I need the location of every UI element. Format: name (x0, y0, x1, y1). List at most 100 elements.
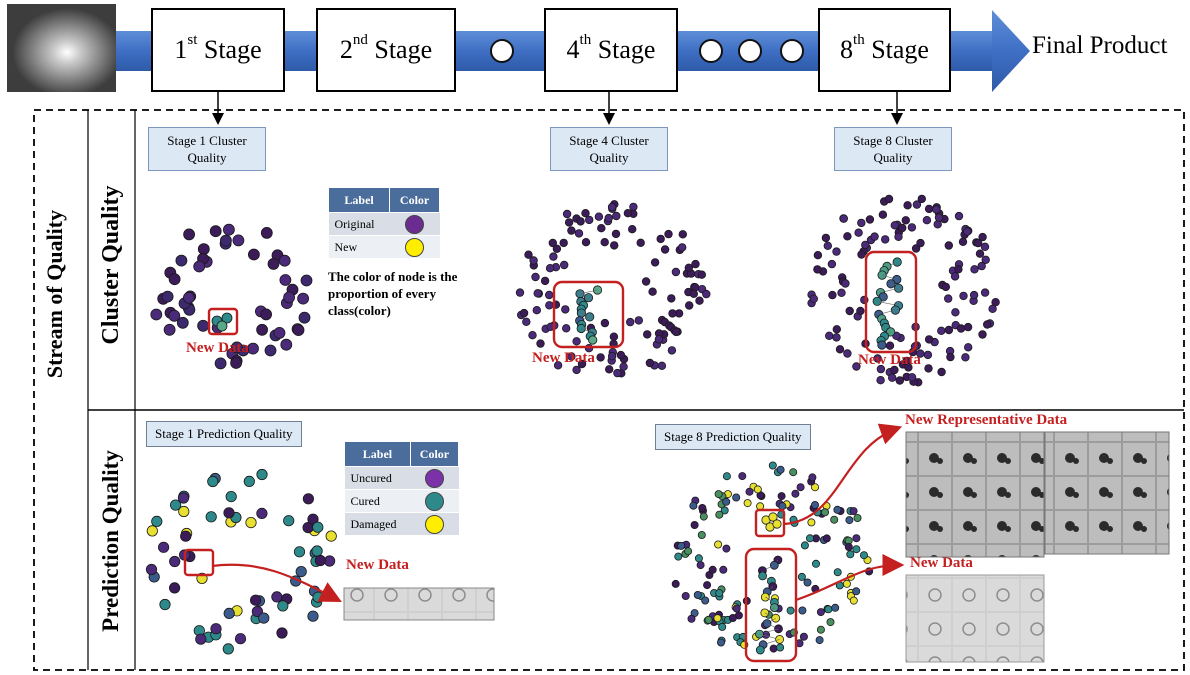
stage8-prediction-node (704, 615, 713, 624)
prediction-legend-uncured-label: Uncured (344, 466, 411, 490)
stage1-prediction-node (178, 505, 190, 518)
stage1-prediction-node (159, 598, 171, 611)
stage8-cluster-node (970, 265, 979, 274)
stage8-prediction-node (699, 512, 708, 521)
stage4-cluster-node (691, 259, 700, 269)
stage8-prediction-title: Stage 8 Prediction Quality (655, 424, 811, 450)
stage-2-label: Stage (374, 35, 433, 64)
stage8-cluster-node (835, 345, 845, 354)
stage4-cluster-node (545, 264, 555, 273)
stage8-cluster-new-node (886, 279, 896, 289)
cluster-legend-header-color: Color (389, 187, 440, 213)
stage8-cluster-node (917, 194, 926, 204)
stage8-prediction-node (696, 561, 705, 570)
stage1-cluster-new-node (221, 312, 233, 324)
stage1-prediction-node (283, 515, 295, 527)
stage8-cluster-node (881, 235, 890, 244)
stage8-cluster-node (870, 232, 879, 241)
stage4-cluster-node (529, 256, 538, 265)
final-product-label: Final Product (1032, 32, 1168, 59)
stage1-cluster-node (273, 326, 286, 339)
stage8-cluster-node (898, 223, 907, 233)
stage4-cluster-node (581, 237, 591, 247)
stage4-cluster-node (532, 306, 541, 315)
stage8-prediction-node (719, 565, 728, 574)
stage8-cluster-node (823, 241, 832, 250)
stage8-prediction-node (853, 514, 862, 523)
stage8-prediction-node (833, 568, 842, 577)
stage8-cluster-node (832, 325, 841, 334)
stage-8-suffix: th (853, 31, 865, 48)
stage1-cluster-node (175, 254, 188, 267)
stage8-cluster-node (813, 250, 823, 260)
stage4-cluster-node (634, 316, 643, 325)
stage1-cluster-node (264, 344, 277, 357)
stage8-prediction-node (797, 572, 806, 581)
stage8-prediction-node (753, 485, 762, 494)
stage4-cluster-node (664, 229, 673, 239)
stage8-prediction-node (860, 551, 869, 560)
stage8-prediction-node (776, 643, 785, 652)
prediction-legend-header-label: Label (344, 441, 411, 467)
stage8-cluster-node (907, 373, 917, 382)
stage8-representative-node (772, 519, 782, 529)
stage8-cluster-node (832, 333, 841, 342)
stage4-cluster-node (667, 294, 676, 303)
stage8-cluster-node (937, 367, 946, 377)
prediction-legend-cured-label: Cured (344, 489, 411, 513)
stage4-cluster-node (648, 287, 657, 296)
stage8-prediction-node (811, 500, 820, 509)
sample-photo (7, 4, 116, 92)
stage8-cluster-node (980, 242, 990, 251)
stage8-cluster-node (944, 294, 953, 303)
stage4-cluster-node (629, 202, 638, 212)
stage8-prediction-node (722, 472, 731, 481)
stage1-cluster-new-data-label: New Data (186, 340, 249, 356)
cluster-legend-original-label: Original (328, 212, 390, 236)
stage1-cluster-node (209, 225, 222, 238)
stage1-cluster-node (168, 273, 181, 286)
stage1-cluster-node (197, 319, 210, 332)
stage4-cluster-node (684, 263, 693, 272)
stage4-cluster-node (549, 252, 558, 261)
stage1-prediction-node (177, 492, 190, 504)
stage8-cluster-node (950, 272, 960, 281)
prediction-legend: Label Color Uncured Cured Damaged (344, 441, 460, 535)
stage8-prediction-new-node (775, 635, 784, 644)
cured-swatch (424, 491, 444, 511)
stage8-cluster-node (924, 364, 933, 373)
stage8-cluster-node (941, 282, 950, 292)
stage8-cluster-node (884, 194, 894, 204)
stage8-cluster-node (832, 247, 841, 256)
stage8-cluster-node (809, 294, 818, 303)
stage4-cluster-node (572, 337, 581, 346)
stage1-prediction-node (169, 582, 181, 594)
stage8-prediction-node (852, 545, 861, 554)
stage8-prediction-node (677, 541, 686, 550)
graph-layer (145, 194, 1000, 655)
stage8-prediction-new-node (755, 645, 765, 655)
stage8-prediction-node (800, 541, 809, 550)
new-representative-images (905, 431, 1170, 558)
stage4-cluster-node (600, 318, 610, 328)
stage1-cluster-node (161, 290, 174, 303)
stage1-cluster-node (256, 323, 269, 336)
stage1-cluster-node (279, 274, 292, 286)
stage8-prediction-node (812, 559, 821, 568)
stage8-cluster-node (969, 290, 979, 300)
cluster-quality-row-label: Cluster Quality (98, 185, 124, 345)
stage4-cluster-node (597, 223, 606, 233)
stage8-cluster-node (916, 238, 925, 248)
stage4-cluster-node (689, 289, 698, 298)
new-representative-data-label: New Representative Data (905, 412, 1068, 428)
stage8-cluster-new-node (872, 296, 882, 306)
stage8-cluster-node (934, 213, 944, 222)
stage4-cluster-node (697, 270, 706, 279)
stage8-cluster-node (825, 331, 834, 340)
stage-1-suffix: st (187, 31, 198, 48)
stage4-cluster-node (567, 226, 576, 235)
stage8-prediction-node (671, 579, 680, 588)
stage4-cluster-node (656, 234, 665, 244)
stage8-cluster-node (980, 288, 990, 297)
stage4-cluster-node (667, 346, 677, 355)
